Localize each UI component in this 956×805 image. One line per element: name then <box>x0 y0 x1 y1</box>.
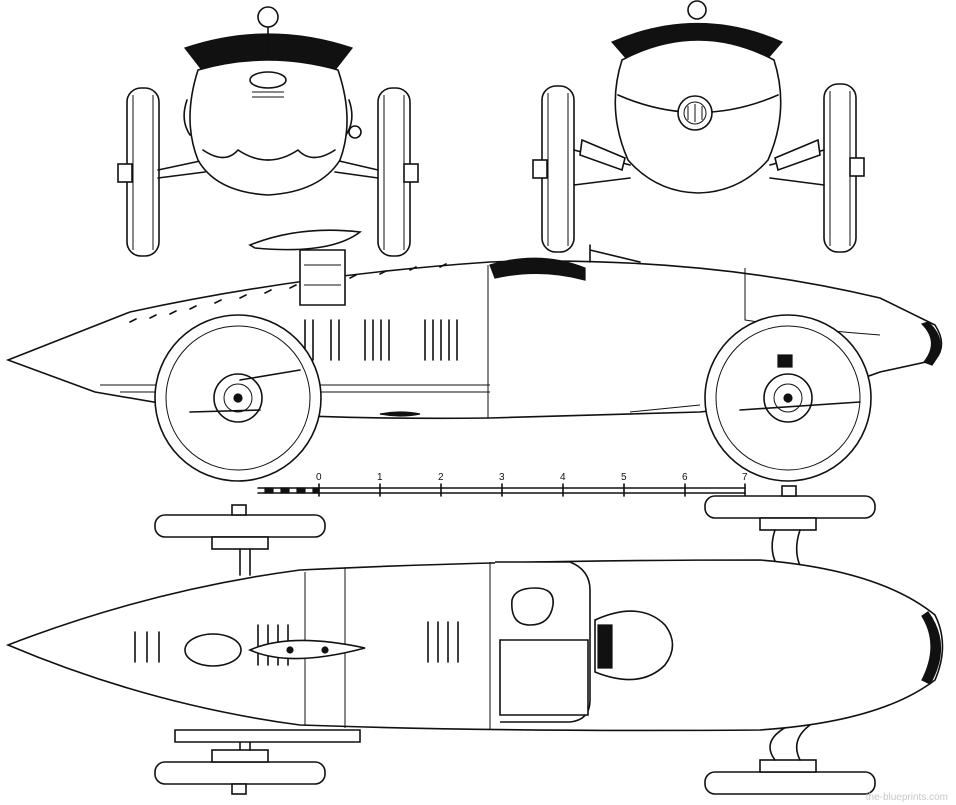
side-view <box>5 229 943 482</box>
side-cockpit <box>489 257 586 281</box>
rear-view <box>532 0 865 253</box>
rear-view-left-wheel <box>532 85 575 253</box>
top-body <box>5 559 944 732</box>
top-rear-left-wheel <box>704 485 876 531</box>
front-view <box>117 6 419 257</box>
top-view <box>5 485 944 795</box>
scale-tick-label: 0 <box>316 472 322 483</box>
scale-tick-label: 6 <box>682 472 688 483</box>
driver-head <box>257 6 279 28</box>
side-rear-wheel <box>704 314 872 482</box>
top-front-right-wheel <box>154 749 326 795</box>
scale-tick-label: 1 <box>377 472 383 483</box>
front-view-left-wheel <box>117 87 160 257</box>
watermark: the-blueprints.com <box>865 792 948 803</box>
front-grille-oval <box>249 71 287 89</box>
side-front-wheel <box>154 314 322 482</box>
scale-tick-label: 2 <box>438 472 444 483</box>
top-rear-right-wheel <box>704 759 876 795</box>
scale-tick-label: 4 <box>560 472 566 483</box>
scale-tick-label: 7 <box>742 472 748 483</box>
scale-bar: 0 1 2 3 4 5 6 7 <box>257 472 748 497</box>
scale-tick-label: 5 <box>621 472 627 483</box>
front-body <box>189 59 348 196</box>
front-view-right-wheel <box>377 87 419 257</box>
top-front-left-wheel <box>154 504 326 550</box>
scale-tick-label: 3 <box>499 472 505 483</box>
side-intake-fin <box>248 229 363 251</box>
rear-view-right-wheel <box>823 83 865 253</box>
